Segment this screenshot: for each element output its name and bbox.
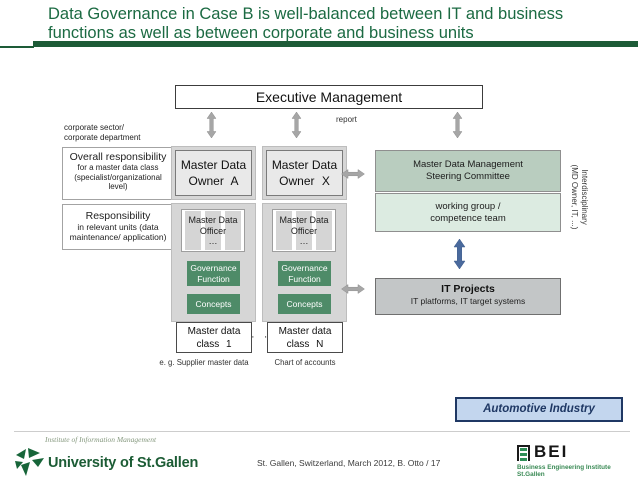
class-n-footnote: Chart of accounts — [274, 358, 336, 367]
unit-responsibility-title: Responsibility — [85, 210, 151, 222]
unit-responsibility-box: Responsibility in relevant units (data m… — [62, 204, 174, 250]
steering-line1: Master Data Management — [413, 159, 523, 170]
institute-label: Institute of Information Management — [45, 435, 157, 444]
unit-responsibility-line: maintenance/ application) — [69, 232, 167, 242]
officer-x-line1: Master Data — [279, 215, 329, 225]
owner-x-body: Master Data Officer … Governance Functio… — [262, 203, 347, 322]
working-group-line2: competence team — [430, 213, 506, 224]
corporate-sector-line2: corporate department — [64, 133, 141, 142]
interdisciplinary-line2: (MD Owner, IT, ...) — [570, 164, 580, 230]
title-underline-bar-left — [0, 46, 34, 48]
updown-arrow-icon — [206, 112, 217, 138]
class-1-line1: Master data — [187, 326, 241, 337]
overall-responsibility-line: for a master data class — [77, 163, 159, 172]
officer-x-dots: … — [299, 236, 309, 246]
officer-stack-stripes — [276, 211, 332, 250]
industry-badge: Automotive Industry — [455, 397, 623, 422]
bei-bar — [520, 453, 527, 456]
class-1-footnote: e. g. Supplier master data — [159, 358, 249, 367]
it-projects-box: IT Projects IT platforms, IT target syst… — [375, 278, 561, 315]
owner-a-line2: Owner A — [188, 174, 239, 188]
it-projects-title: IT Projects — [441, 283, 495, 295]
bei-bar — [520, 458, 527, 461]
owner-a-body: Master Data Officer … Governance Functio… — [171, 203, 256, 322]
slide-title: Data Governance in Case B is well-balanc… — [48, 5, 564, 42]
overall-responsibility-line: level) — [108, 182, 128, 191]
corporate-sector-line1: corporate sector/ — [64, 123, 125, 132]
working-group-line1: working group / — [435, 201, 501, 212]
interdisciplinary-line1: Interdisciplinary — [580, 169, 589, 225]
class-n-line2: class N — [286, 339, 324, 350]
officer-x-line2: Officer — [290, 225, 318, 236]
bei-logo: BEI — [517, 443, 568, 461]
bei-bar — [520, 448, 527, 451]
master-data-owner-a-box: Master Data Owner A — [175, 150, 252, 196]
officer-a-line2: Officer — [199, 225, 227, 236]
overall-responsibility-title: Overall responsibility — [69, 151, 167, 163]
concepts-a-box: Concepts — [187, 294, 240, 314]
executive-management-box: Executive Management — [175, 85, 483, 109]
overall-responsibility-box: Overall responsibility for a master data… — [62, 147, 174, 200]
officer-a-text: Master Data Officer … — [182, 210, 244, 247]
officer-x-text: Master Data Officer … — [273, 210, 335, 247]
master-data-class-1-box: Master data class 1 — [176, 322, 252, 353]
master-data-officer-x-box: Master Data Officer … — [272, 209, 336, 252]
steering-line2: Steering Committee — [426, 171, 510, 182]
master-data-officer-a-box: Master Data Officer … — [181, 209, 245, 252]
overall-responsibility-line: (specialist/organizational — [74, 172, 162, 182]
bei-logo-text: BEI — [534, 442, 569, 461]
owner-x-line2: Owner X — [279, 174, 330, 188]
footer-divider — [14, 431, 630, 432]
governance-function-x-box: Governance Function — [278, 261, 331, 286]
owner-x-line1: Master Data — [271, 158, 338, 172]
owner-a-container: Master Data Owner A — [171, 146, 256, 200]
corporate-sector-label: corporate sector/ corporate department — [64, 123, 141, 143]
officer-stack-stripes — [185, 211, 241, 250]
steering-committee-box: Master Data Management Steering Committe… — [375, 150, 561, 192]
governance-function-a-box: Governance Function — [187, 261, 240, 286]
master-data-owner-x-box: Master Data Owner X — [266, 150, 343, 196]
owner-x-container: Master Data Owner X — [262, 146, 347, 200]
it-projects-subtitle: IT platforms, IT target systems — [410, 296, 526, 306]
class-1-line2: class 1 — [196, 339, 232, 350]
updown-arrow-icon — [452, 112, 463, 138]
officer-a-dots: … — [208, 236, 218, 246]
interdisciplinary-label: Interdisciplinary (MD Owner, IT, ...) — [567, 137, 590, 257]
leftright-arrow-icon — [341, 284, 365, 294]
unit-responsibility-line: in relevant units (data — [77, 222, 159, 232]
leftright-arrow-icon — [341, 169, 365, 179]
master-data-class-n-box: Master data class N — [267, 322, 343, 353]
updown-arrow-icon — [291, 112, 302, 138]
university-logo-icon — [15, 448, 44, 476]
report-label: report — [336, 115, 357, 124]
bei-tagline: Business Engineering Institute St.Gallen — [517, 464, 611, 478]
ellipsis-between-classes: · · — [251, 331, 271, 343]
concepts-x-box: Concepts — [278, 294, 331, 314]
working-group-box: working group / competence team — [375, 193, 561, 232]
title-underline-bar — [33, 41, 638, 47]
blue-updown-arrow-icon — [453, 239, 466, 269]
university-logo-text: University of St.Gallen — [48, 455, 199, 471]
officer-a-line1: Master Data — [188, 215, 238, 225]
class-n-line1: Master data — [278, 326, 332, 337]
slide-citation: St. Gallen, Switzerland, March 2012, B. … — [257, 458, 441, 468]
bei-logo-icon — [517, 445, 530, 461]
owner-a-line1: Master Data — [180, 158, 247, 172]
